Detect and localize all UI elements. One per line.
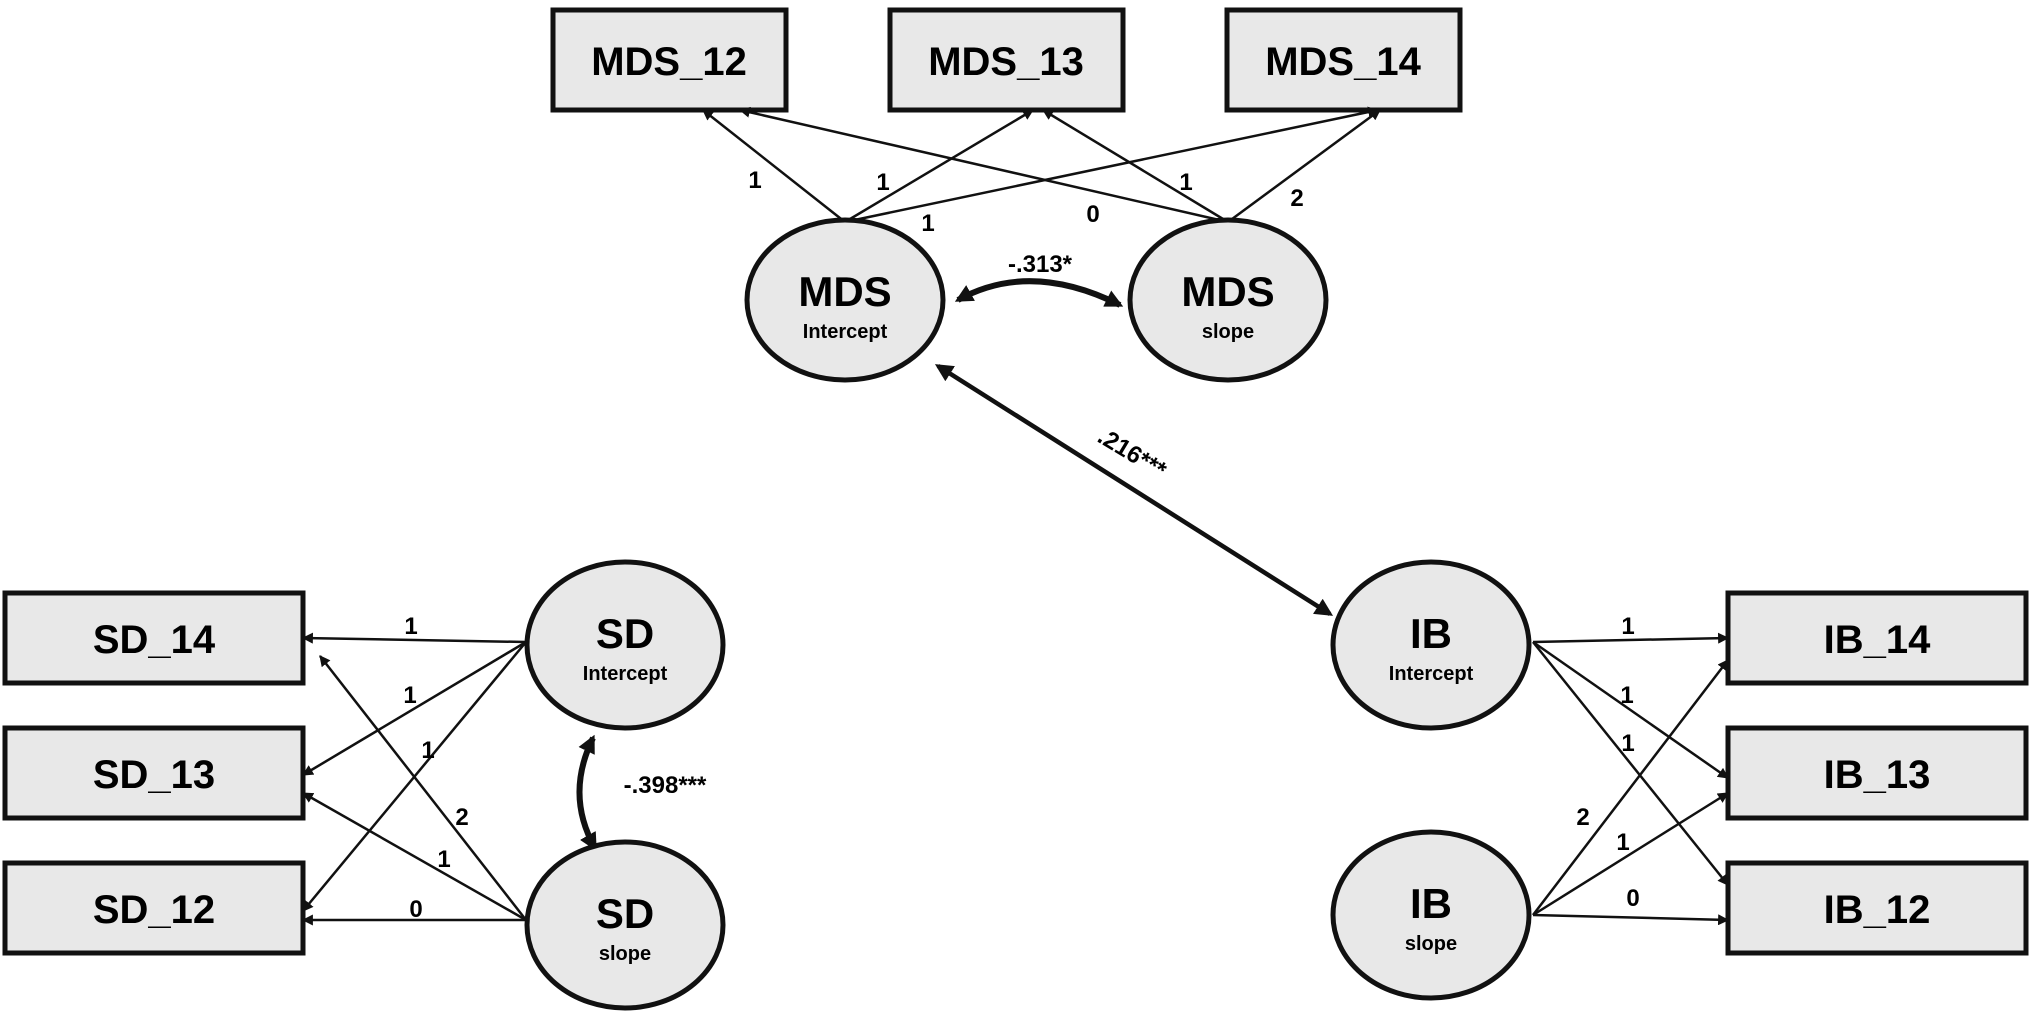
corr-mds-int-slope: [954, 278, 1124, 308]
label-sd-intercept-main: SD: [596, 610, 654, 657]
weight-sd-slope-13: 1: [437, 846, 450, 873]
label-ib-12: IB_12: [1824, 888, 1931, 932]
edge-mds-slope-13: [1042, 108, 1229, 224]
edge-ib-int-12: [1532, 641, 1729, 886]
label-ib-intercept-main: IB: [1410, 610, 1452, 657]
weight-sd-slope-12: 0: [409, 896, 422, 923]
oval-mds-intercept: MDS Intercept: [744, 217, 946, 383]
weight-mds-slope-14: 2: [1290, 185, 1303, 212]
box-mds-14: MDS_14: [1224, 7, 1463, 113]
weight-ib-slope-13: 1: [1616, 829, 1629, 856]
label-sd-intercept-sub: Intercept: [583, 663, 668, 685]
edge-ib-slope-12: [1532, 913, 1730, 926]
weight-mds-int-12: 1: [748, 167, 761, 194]
oval-sd-slope: SD slope: [524, 839, 726, 1011]
weight-ib-int-12: 1: [1621, 730, 1634, 757]
edge-ib-int-13: [1532, 640, 1729, 780]
weight-ib-slope-14: 2: [1576, 804, 1589, 831]
label-ib-slope-main: IB: [1410, 880, 1452, 927]
label-sd-13: SD_13: [93, 753, 215, 797]
label-mds-13: MDS_13: [928, 40, 1084, 84]
box-ib-13: IB_13: [1725, 725, 2029, 821]
oval-mds-slope: MDS slope: [1127, 217, 1329, 383]
weight-ib-slope-12: 0: [1626, 885, 1639, 912]
box-sd-13: SD_13: [2, 725, 306, 821]
coef-mds-int-slope: -.313*: [1008, 251, 1073, 278]
label-sd-slope-sub: slope: [599, 943, 651, 965]
label-mds-intercept-sub: Intercept: [803, 321, 888, 343]
oval-ib-slope: IB slope: [1330, 829, 1532, 1001]
label-sd-slope-main: SD: [596, 890, 654, 937]
label-ib-14: IB_14: [1824, 618, 1931, 662]
weight-sd-int-13: 1: [403, 682, 416, 709]
weight-sd-slope-14: 2: [455, 804, 468, 831]
edge-mds-slope-12: [738, 106, 1229, 224]
edge-mds-slope-14: [1227, 108, 1381, 224]
corr-mds-int-ib-int: [934, 364, 1334, 616]
box-sd-12: SD_12: [2, 860, 306, 956]
box-ib-12: IB_12: [1725, 860, 2029, 956]
corr-sd-int-slope: [576, 734, 598, 852]
edge-mds-int-14: [844, 106, 1380, 224]
weight-ib-int-14: 1: [1621, 613, 1634, 640]
label-mds-14: MDS_14: [1265, 40, 1421, 84]
edge-mds-int-13: [844, 108, 1034, 224]
edge-sd-int-14: [301, 632, 527, 644]
label-mds-12: MDS_12: [591, 40, 747, 84]
weight-mds-slope-13: 1: [1179, 169, 1192, 196]
weight-mds-int-14: 1: [921, 210, 934, 237]
weight-sd-int-12: 1: [421, 737, 434, 764]
edge-ib-int-14: [1532, 632, 1730, 644]
coef-sd-int-slope: -.398***: [624, 772, 707, 799]
edge-mds-int-12: [702, 109, 846, 223]
box-mds-12: MDS_12: [550, 7, 789, 113]
label-ib-13: IB_13: [1824, 753, 1931, 797]
weight-sd-int-14: 1: [404, 613, 417, 640]
edge-sd-slope-13: [302, 791, 527, 922]
box-mds-13: MDS_13: [887, 7, 1126, 113]
box-ib-14: IB_14: [1725, 590, 2029, 686]
coef-mds-int-ib-int: .216***: [1093, 423, 1172, 485]
weight-ib-int-13: 1: [1620, 682, 1633, 709]
edge-sd-int-13: [302, 640, 527, 777]
label-ib-intercept-sub: Intercept: [1389, 663, 1474, 685]
edge-sd-slope-14: [319, 655, 527, 921]
label-sd-12: SD_12: [93, 888, 215, 932]
label-mds-intercept-main: MDS: [798, 268, 891, 315]
weight-mds-slope-12: 0: [1086, 201, 1099, 228]
label-sd-14: SD_14: [93, 618, 216, 662]
box-sd-14: SD_14: [2, 590, 306, 686]
label-ib-slope-sub: slope: [1405, 933, 1457, 955]
label-mds-slope-sub: slope: [1202, 321, 1254, 343]
weight-mds-int-13: 1: [876, 169, 889, 196]
label-mds-slope-main: MDS: [1181, 268, 1274, 315]
edge-ib-slope-13: [1532, 791, 1729, 917]
oval-ib-intercept: IB Intercept: [1330, 559, 1532, 731]
oval-sd-intercept: SD Intercept: [524, 559, 726, 731]
edge-ib-slope-14: [1532, 659, 1729, 916]
